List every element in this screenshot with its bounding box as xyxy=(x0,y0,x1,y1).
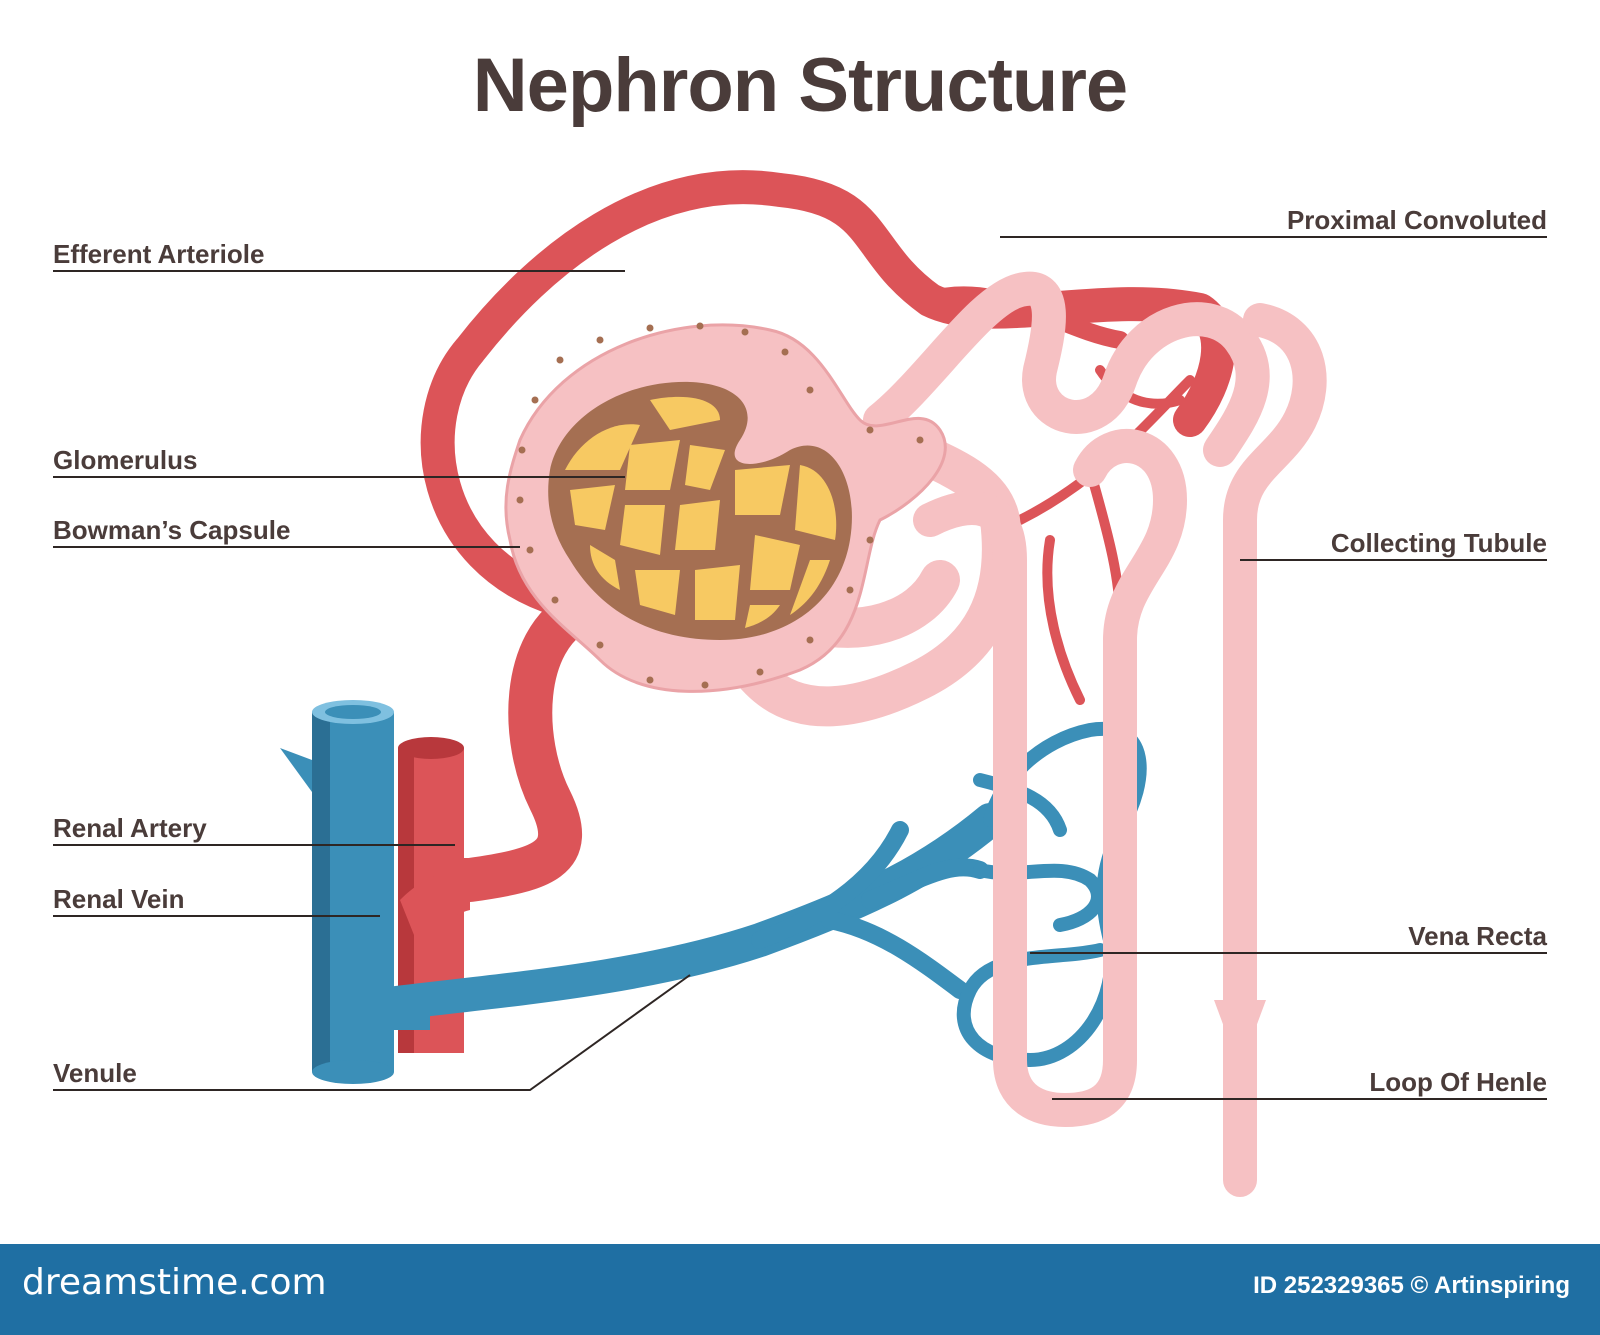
diagram-title: Nephron Structure xyxy=(472,43,1128,128)
label-venule: Venule xyxy=(53,1058,137,1088)
collecting-tubule-arrow xyxy=(1214,1000,1266,1070)
label-bowmans-capsule: Bowman’s Capsule xyxy=(53,515,291,545)
leader-lines xyxy=(53,236,1547,1100)
footer-brand: dreamstime.com xyxy=(22,1262,327,1303)
afferent-arteriole xyxy=(418,588,602,902)
footer-bar: dreamstime.com ID 252329365 © Artinspiri… xyxy=(0,1244,1600,1335)
glomerulus-tuft xyxy=(548,381,852,640)
label-renal-artery: Renal Artery xyxy=(53,813,207,843)
label-collecting-tubule: Collecting Tubule xyxy=(1330,528,1547,558)
label-efferent-arteriole: Efferent Arteriole xyxy=(53,239,265,269)
label-proximal-convoluted: Proximal Convoluted xyxy=(1286,205,1547,235)
label-renal-vein: Renal Vein xyxy=(53,884,185,914)
renal-vein-vessel xyxy=(280,700,430,1084)
label-loop-of-henle: Loop Of Henle xyxy=(1369,1067,1547,1097)
nephron-diagram xyxy=(53,170,1547,1197)
footer-credit: ID 252329365 © Artinspiring xyxy=(1253,1272,1570,1299)
label-glomerulus: Glomerulus xyxy=(53,445,198,475)
label-vena-recta: Vena Recta xyxy=(1408,921,1547,951)
